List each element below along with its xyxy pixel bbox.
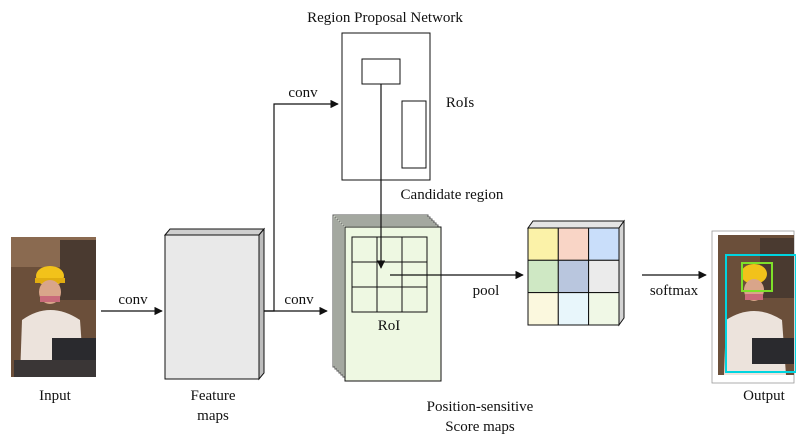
pooled-cell — [527, 259, 559, 294]
detection-box-helmet — [741, 262, 773, 292]
input-image — [11, 237, 96, 377]
conv-label-upper: conv — [288, 85, 318, 101]
roi-proposal-tall — [401, 100, 427, 169]
conv-label-lower: conv — [284, 292, 314, 308]
rpn-title: Region Proposal Network — [307, 10, 463, 26]
pooled-cell — [527, 292, 559, 326]
rois-label: RoIs — [446, 95, 475, 111]
feature-maps-block — [163, 227, 266, 381]
candidate-region-label: Candidate region — [401, 187, 504, 203]
pooled-cell — [588, 227, 620, 261]
roi-proposal-small — [361, 58, 401, 85]
pooled-cell — [588, 292, 620, 326]
feature-maps-label-line2: maps — [197, 408, 229, 424]
pooled-cell — [527, 227, 559, 261]
pooled-cell — [557, 292, 590, 326]
pooled-score-grid — [527, 219, 625, 327]
pooled-cell — [588, 259, 620, 294]
pool-label: pool — [473, 283, 500, 299]
output-label: Output — [743, 388, 786, 404]
feature-maps-label-line1: Feature — [191, 388, 236, 404]
detection-box-person — [725, 254, 796, 373]
pooled-cell — [557, 227, 590, 261]
roi-label: RoI — [378, 318, 401, 334]
softmax-label: softmax — [650, 283, 699, 299]
ps-score-label-line1: Position-sensitive — [427, 399, 534, 415]
input-label: Input — [39, 388, 71, 404]
output-image — [711, 230, 796, 384]
pooled-cell — [557, 259, 590, 294]
conv-label-input: conv — [118, 292, 148, 308]
branch-to-rpn — [264, 99, 339, 312]
score-maps-stack — [332, 214, 442, 382]
ps-score-label-line2: Score maps — [445, 419, 515, 435]
